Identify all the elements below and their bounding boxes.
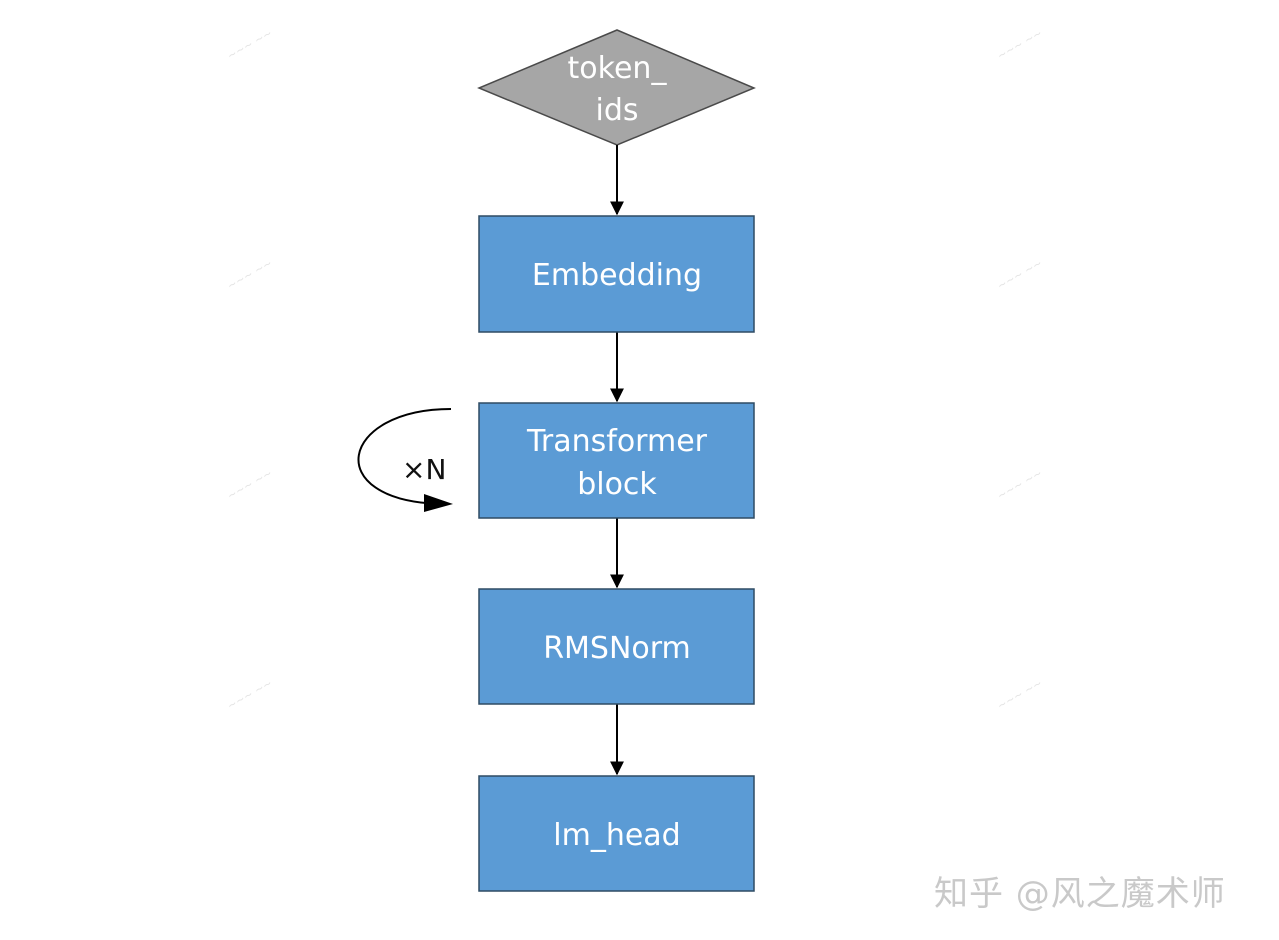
svg-text:~~~ ~~: ~~~ ~~ <box>225 677 274 713</box>
svg-text:~~~ ~~: ~~~ ~~ <box>995 257 1044 293</box>
node-rmsnorm: RMSNorm <box>478 588 755 705</box>
node-embedding: Embedding <box>478 215 755 333</box>
node-lm-head: lm_head <box>478 775 755 892</box>
svg-text:~~~ ~~: ~~~ ~~ <box>995 27 1044 63</box>
svg-text:~~~ ~~: ~~~ ~~ <box>225 467 274 503</box>
repeat-loop: ×N <box>357 408 453 512</box>
node-token-ids: token_ ids <box>477 29 756 146</box>
svg-text:~~~ ~~: ~~~ ~~ <box>995 467 1044 503</box>
input-label-line2: ids <box>595 93 638 128</box>
embedding-box <box>478 215 755 333</box>
rmsnorm-label: RMSNorm <box>543 631 691 666</box>
embedding-label: Embedding <box>532 258 702 293</box>
lmhead-label: lm_head <box>553 818 680 853</box>
loop-label: ×N <box>402 453 446 486</box>
input-label-line1: token_ <box>568 51 668 86</box>
svg-text:~~~ ~~: ~~~ ~~ <box>995 677 1044 713</box>
loop-arrow <box>357 408 452 505</box>
transformer-label-line2: block <box>577 467 657 502</box>
loop-arrowhead <box>424 494 453 512</box>
svg-text:~~~ ~~: ~~~ ~~ <box>225 27 274 63</box>
rmsnorm-box <box>478 588 755 705</box>
svg-text:~~~ ~~: ~~~ ~~ <box>225 257 274 293</box>
transformer-label-line1: Transformer <box>526 424 708 459</box>
node-transformer-block: Transformer block <box>478 402 755 519</box>
zhihu-watermark: 知乎 @风之魔术师 <box>934 874 1226 914</box>
transformer-box <box>478 402 755 519</box>
lmhead-box <box>478 775 755 892</box>
